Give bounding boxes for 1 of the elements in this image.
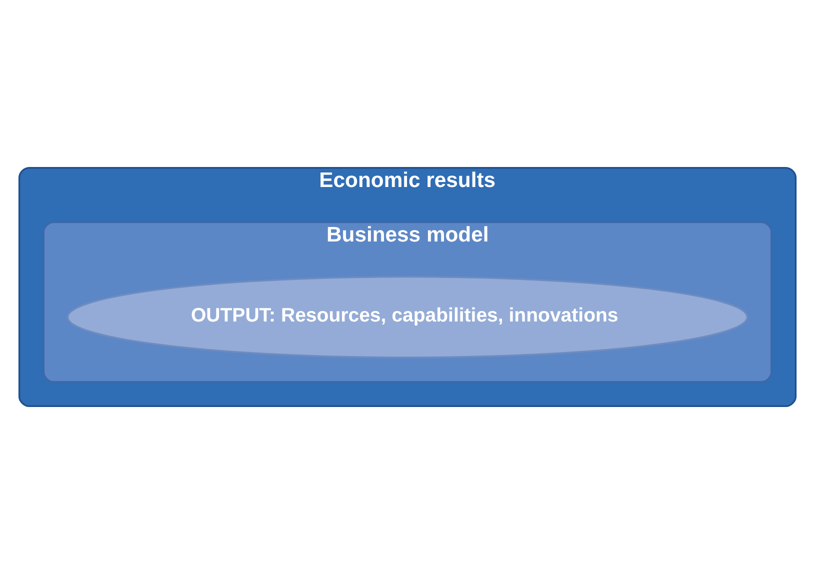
node-ellipse: OUTPUT: Resources, capabilities, innovations: [66, 276, 748, 358]
